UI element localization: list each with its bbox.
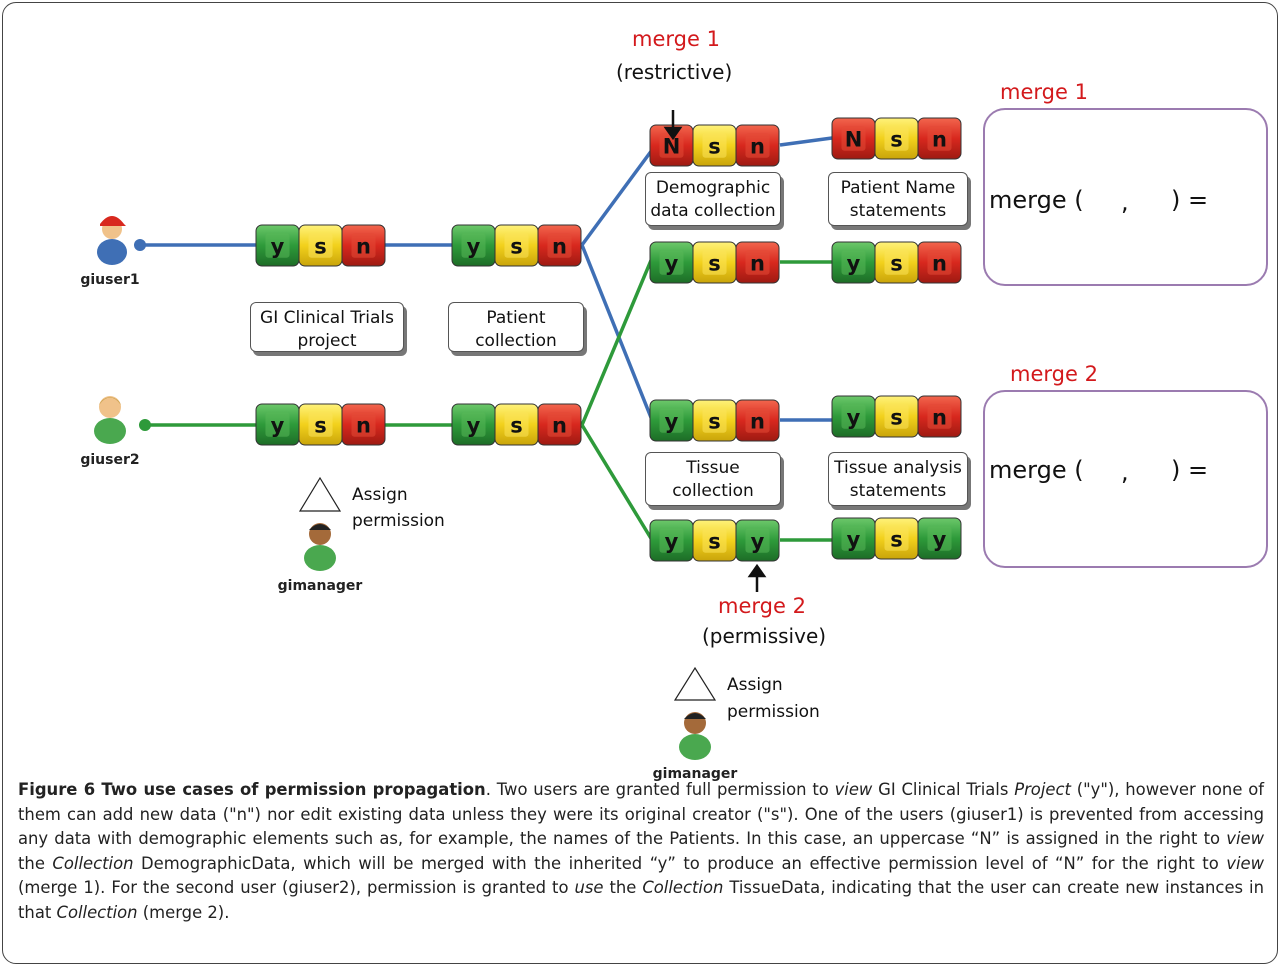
- patient-name-perm-tile-3-text: n: [932, 128, 947, 152]
- gi-project-perm-tile-2-text: s: [314, 235, 327, 259]
- card-gi-project: GI Clinical Trials project: [250, 302, 404, 352]
- giuser2-patient-name-perm-tile-2-text: s: [890, 252, 903, 276]
- merge1-box-title: merge 1: [1000, 80, 1088, 104]
- caption-text: (merge 1). For the second user (giuser2)…: [18, 878, 575, 897]
- assign-label-1: Assign: [352, 485, 408, 505]
- caption-text: the: [603, 878, 643, 897]
- caption-text: ("y"), however none of them can add new …: [18, 780, 1265, 848]
- gimanager-avatar: [304, 523, 336, 571]
- assign-label-2b: permission: [727, 702, 820, 722]
- giuser2-patient-name-perm-tile-1-text: y: [847, 252, 861, 276]
- gimanager-label: gimanager: [277, 578, 363, 594]
- merge2-comma: ,: [1121, 458, 1129, 486]
- giuser1-dot: [134, 239, 146, 251]
- giuser2-label: giuser2: [80, 452, 140, 468]
- giuser1-tissue-perm-tile-1-text: y: [665, 410, 679, 434]
- gi-project-perm-tile-1-text: y: [271, 235, 285, 259]
- arrow-down-icon: [663, 126, 683, 141]
- demographic-perm-tile-3-text: n: [750, 135, 765, 159]
- caption-text: view: [1226, 829, 1264, 848]
- giuser2-patient-perm-tile-2-text: s: [510, 414, 523, 438]
- green-branch-up: [580, 257, 654, 426]
- triangle-icon: [298, 476, 342, 512]
- giuser2-patient-name-perm-tile-3-text: n: [932, 252, 947, 276]
- assign-label-2: Assign: [727, 675, 783, 695]
- figure-caption: Figure 6 Two use cases of permission pro…: [18, 778, 1264, 925]
- caption-text: Collection: [52, 853, 134, 873]
- caption-text: Collection: [642, 878, 724, 897]
- caption-text: Project: [1014, 780, 1071, 799]
- caption-text: DemographicData, which will be merged wi…: [133, 853, 1227, 873]
- merge1-mode: (restrictive): [616, 60, 733, 84]
- caption-text: . Two users are granted full permission …: [485, 780, 835, 799]
- giuser1-tissue-perm-tile-2-text: s: [708, 410, 721, 434]
- giuser2-project-perm-tile-2-text: s: [314, 414, 327, 438]
- merge1-comma: ,: [1121, 188, 1129, 216]
- card-demographic: Demographic data collection: [645, 172, 781, 226]
- demographic-perm-tile-2-text: s: [708, 135, 721, 159]
- caption-text: Collection: [56, 902, 138, 922]
- card-tissue-analysis: Tissue analysis statements: [828, 452, 968, 506]
- giuser1-label: giuser1: [80, 272, 140, 288]
- green-branch-down: [580, 424, 654, 541]
- merge2-box-title: merge 2: [1010, 362, 1098, 386]
- patient-name-perm-tile-2-text: s: [890, 128, 903, 152]
- giuser1-tissue-analysis-perm-tile-3-text: n: [932, 406, 947, 430]
- tissue-analysis-perm-tile-3-text: y: [933, 528, 947, 552]
- giuser2-dot: [139, 419, 151, 431]
- arrows: [663, 110, 767, 592]
- gimanager-label-2: gimanager: [652, 766, 738, 782]
- merge2-label: merge 2: [718, 594, 806, 618]
- blue-branch-down: [580, 244, 654, 421]
- giuser2-demographic-perm-tile-3-text: n: [750, 252, 765, 276]
- caption-text: TissueData, indicating that the user can…: [18, 878, 1264, 922]
- card-patient-collection: Patient collection: [448, 302, 584, 352]
- giuser2-project-perm-tile-3-text: n: [356, 414, 371, 438]
- giuser2-demographic-perm-tile-2-text: s: [708, 252, 721, 276]
- demographic-perm-tile-1-text: N: [663, 135, 681, 159]
- gimanager-avatar-2: [679, 712, 711, 760]
- giuser1-tissue-analysis-perm-tile-1-text: y: [847, 406, 861, 430]
- caption-text: GI Clinical Trials: [872, 780, 1015, 799]
- tissue-analysis-perm-tile-2-text: s: [890, 528, 903, 552]
- giuser2-patient-perm-tile-3-text: n: [552, 414, 567, 438]
- gi-project-perm-tile-3-text: n: [356, 235, 371, 259]
- giuser1-tissue-perm-tile-3-text: n: [750, 410, 765, 434]
- patient-collection-perm-tile-3-text: n: [552, 235, 567, 259]
- merge1-label: merge 1: [632, 27, 720, 51]
- tissue-perm-tile-2-text: s: [708, 530, 721, 554]
- blue-branch-up: [580, 148, 654, 247]
- assign-label-1b: permission: [352, 511, 445, 531]
- giuser2-avatar: [94, 396, 126, 444]
- triangle-icon: [673, 666, 717, 701]
- merge2-equals: ) =: [1171, 456, 1209, 484]
- caption-text: use: [574, 878, 604, 897]
- tissue-perm-tile-3-text: y: [751, 530, 765, 554]
- patient-collection-perm-tile-2-text: s: [510, 235, 523, 259]
- caption-text: view: [834, 780, 873, 799]
- caption-text: view: [1226, 853, 1264, 873]
- merge1-equals: ) =: [1171, 186, 1209, 214]
- merge2-mode: (permissive): [702, 624, 827, 648]
- caption-text: (merge 2).: [137, 902, 230, 922]
- card-tissue: Tissue collection: [645, 452, 781, 506]
- merge1-word: merge (: [989, 186, 1084, 214]
- patient-collection-perm-tile-1-text: y: [467, 235, 481, 259]
- caption-title: Figure 6 Two use cases of permission pro…: [18, 780, 486, 799]
- caption-text: the: [18, 853, 53, 873]
- tissue-analysis-perm-tile-1-text: y: [847, 528, 861, 552]
- merge2-word: merge (: [989, 456, 1084, 484]
- arrow-up-icon: [747, 563, 767, 578]
- tissue-perm-tile-1-text: y: [665, 530, 679, 554]
- giuser2-patient-perm-tile-1-text: y: [467, 414, 481, 438]
- merge1-box: [983, 108, 1268, 286]
- card-patient-name: Patient Name statements: [828, 172, 968, 226]
- giuser2-project-perm-tile-1-text: y: [271, 414, 285, 438]
- patient-name-perm-tile-1-text: N: [845, 128, 863, 152]
- giuser1-avatar: [97, 216, 127, 265]
- giuser2-demographic-perm-tile-1-text: y: [665, 252, 679, 276]
- merge2-box: [983, 390, 1268, 568]
- giuser1-tissue-analysis-perm-tile-2-text: s: [890, 406, 903, 430]
